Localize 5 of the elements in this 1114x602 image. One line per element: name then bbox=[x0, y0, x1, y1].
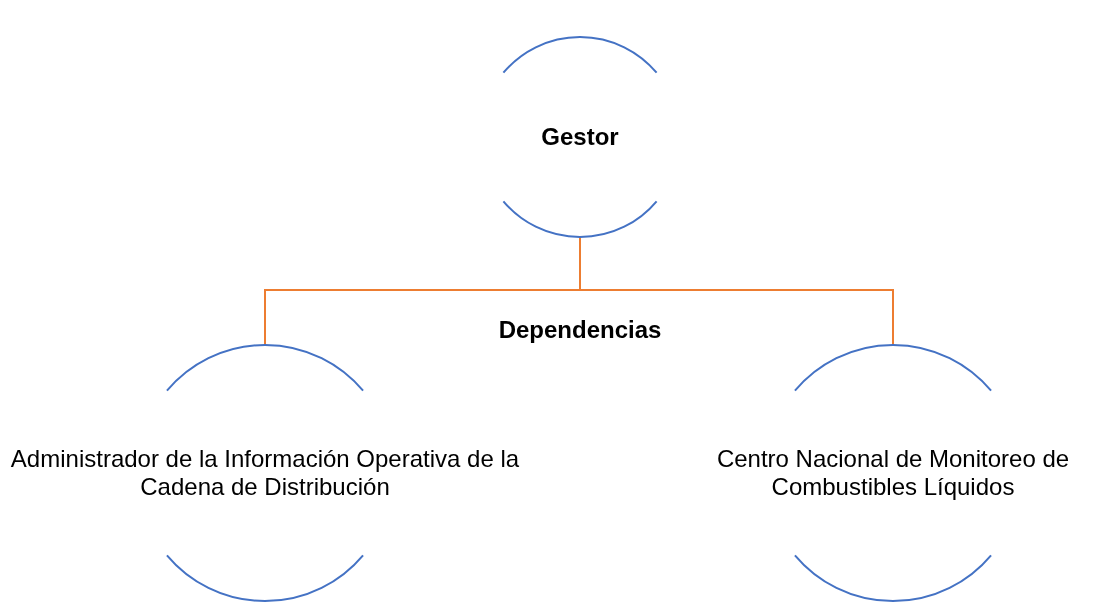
node-text: Gestor bbox=[541, 123, 619, 151]
group-label: Dependencias bbox=[497, 316, 663, 344]
node-text: Centro Nacional de Monitoreo de Combustibles Líquidos bbox=[715, 445, 1071, 501]
node-text: Administrador de la Información Operativa de la Cadena de Distribución bbox=[9, 445, 521, 501]
connector-line bbox=[579, 236, 894, 346]
